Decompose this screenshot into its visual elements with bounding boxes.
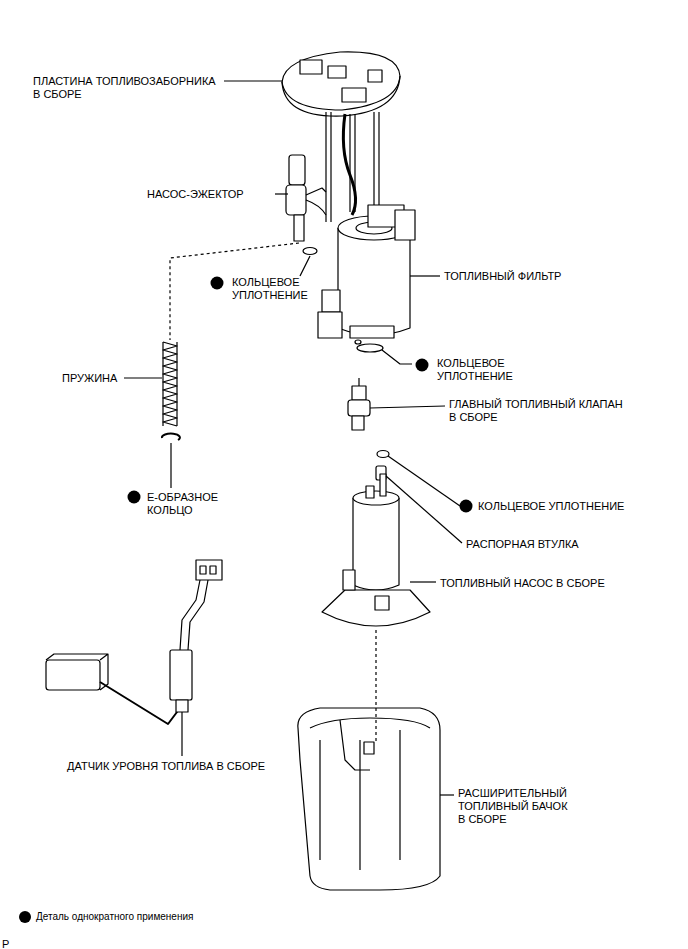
part-label: ТОПЛИВНЫЙ НАСОС В СБОРЕ <box>440 577 605 590</box>
single-use-marker <box>19 277 473 924</box>
part-label: ПРУЖИНА <box>62 372 117 385</box>
part-label: ДАТЧИК УРОВНЯ ТОПЛИВА В СБОРЕ <box>67 760 265 773</box>
legend-text: Деталь однократного применения <box>36 911 193 923</box>
part-label: КОЛЬЦЕВОЕ УПЛОТНЕНИЕ <box>232 276 310 302</box>
part-label: НАСОС-ЭЖЕКТОР <box>147 188 244 201</box>
part-label: РАСПОРНАЯ ВТУЛКА <box>466 538 579 551</box>
part-label: P <box>2 938 9 949</box>
part-label: КОЛЬЦЕВОЕ УПЛОТНЕНИЕ <box>478 500 624 513</box>
legend-dot <box>19 911 31 923</box>
part-label: РАСШИРИТЕЛЬНЫЙ ТОПЛИВНЫЙ БАЧОК В СБОРЕ <box>458 787 570 826</box>
part-label: КОЛЬЦЕВОЕ УПЛОТНЕНИЕ <box>437 357 515 383</box>
part-label: Е-ОБРАЗНОЕ КОЛЬЦО <box>147 491 221 517</box>
part-label: ПЛАСТИНА ТОПЛИВОЗАБОРНИКА В СБОРЕ <box>33 75 218 101</box>
part-label: ГЛАВНЫЙ ТОПЛИВНЫЙ КЛАПАН В СБОРЕ <box>449 398 625 424</box>
part-label: ТОПЛИВНЫЙ ФИЛЬТР <box>444 270 561 283</box>
